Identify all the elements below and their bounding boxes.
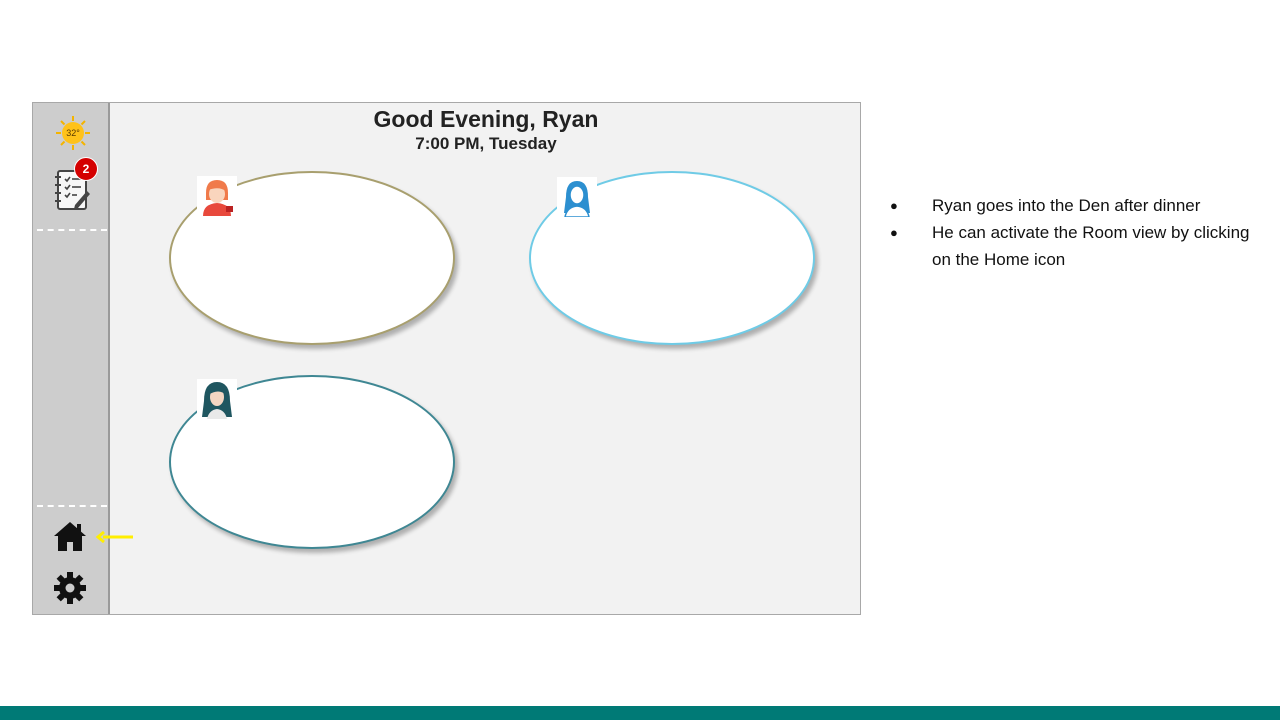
home-button[interactable] bbox=[53, 521, 87, 553]
footer-bar bbox=[0, 706, 1280, 720]
settings-button[interactable] bbox=[53, 571, 87, 605]
greeting-datetime: 7:00 PM, Tuesday bbox=[415, 134, 557, 153]
home-icon bbox=[54, 522, 86, 551]
greeting-title: Good Evening, Ryan bbox=[373, 106, 599, 132]
sidebar-divider-top bbox=[37, 229, 107, 231]
avatar-woman-teal-hair-icon bbox=[197, 379, 237, 419]
sidebar-divider-bottom bbox=[37, 505, 107, 507]
sun-icon bbox=[56, 116, 90, 150]
notes-list: Ryan goes into the Den after dinner He c… bbox=[890, 192, 1250, 273]
tasks-button[interactable] bbox=[53, 167, 91, 211]
gear-icon bbox=[54, 572, 86, 604]
sidebar: 32° 2 bbox=[33, 103, 110, 614]
device-screen: 32° 2 bbox=[32, 102, 861, 615]
tasks-badge: 2 bbox=[74, 157, 98, 181]
avatar-woman-orange-hair-icon bbox=[197, 176, 237, 216]
greeting-header: Good Evening, Ryan 7:00 PM, Tuesday bbox=[110, 103, 862, 154]
pointer-arrow-icon bbox=[95, 530, 133, 544]
notebook-checklist-icon bbox=[55, 170, 90, 210]
note-item: Ryan goes into the Den after dinner bbox=[890, 192, 1250, 219]
note-item: He can activate the Room view by clickin… bbox=[890, 219, 1250, 273]
avatar-woman-blue-hair-icon bbox=[557, 177, 597, 218]
weather-widget[interactable]: 32° bbox=[55, 115, 91, 151]
weather-temperature: 32° bbox=[66, 128, 80, 138]
